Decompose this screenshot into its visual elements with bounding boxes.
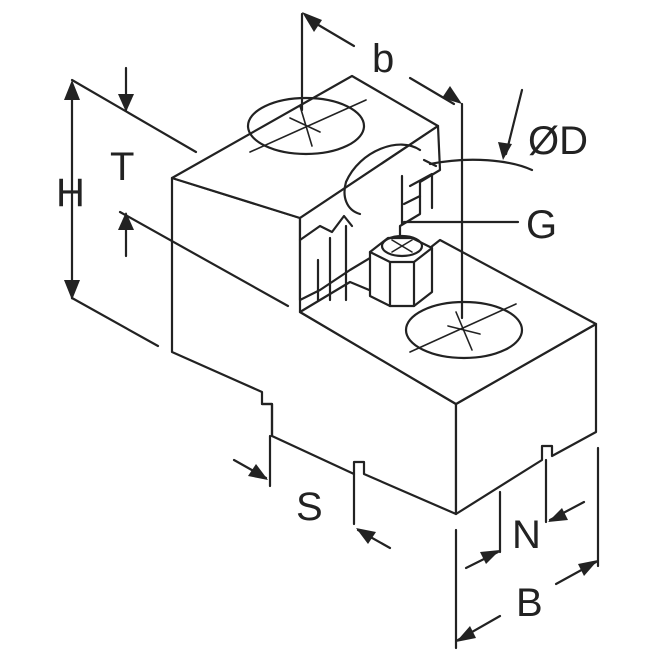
upper-front-face [298, 124, 442, 302]
top-hole [246, 96, 367, 156]
dimension-s: S [232, 434, 392, 550]
bottom-key-edge [260, 402, 274, 438]
label-diameter: ØD [528, 119, 588, 163]
dimension-h: H [56, 78, 198, 348]
dimension-b: b [300, 12, 464, 320]
dimension-g: G [402, 203, 557, 247]
label-s: S [296, 485, 323, 529]
slot-detail [298, 143, 438, 302]
label-t: T [110, 145, 134, 189]
right-end-face [454, 322, 598, 516]
label-h: H [56, 171, 85, 215]
dimension-t: T [110, 66, 290, 308]
label-g: G [526, 203, 557, 247]
dimension-n: N [464, 458, 586, 570]
front-hole [404, 300, 524, 360]
label-b-width: B [516, 581, 543, 625]
label-b: b [372, 37, 394, 81]
hex-bolt [368, 234, 434, 308]
dimension-b-width: B [454, 446, 600, 650]
label-n: N [512, 513, 541, 557]
dimension-diameter: ØD [428, 88, 588, 172]
